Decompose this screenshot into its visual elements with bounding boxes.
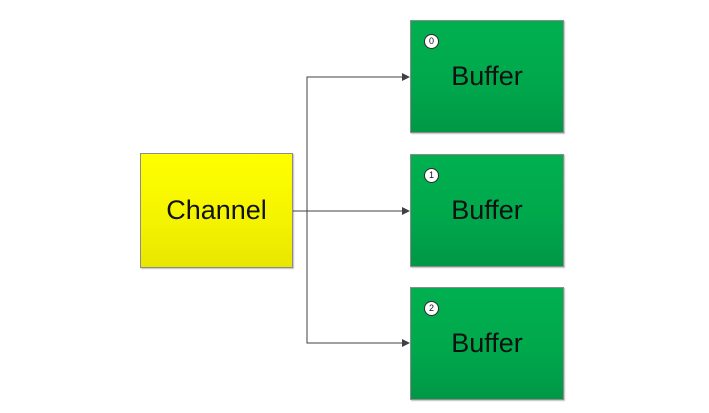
buffer-label-2: Buffer xyxy=(451,328,523,358)
connector-to-buffer-2 xyxy=(306,211,410,347)
channel-label: Channel xyxy=(166,195,267,225)
buffer-index-badge-1: 1 xyxy=(424,168,439,183)
buffer-box-0: 0 Buffer xyxy=(410,20,564,133)
channel-box: Channel xyxy=(140,153,293,268)
connector-to-buffer-0 xyxy=(293,73,410,212)
buffer-label-1: Buffer xyxy=(451,195,523,225)
buffer-label-0: Buffer xyxy=(451,61,523,91)
buffer-box-2: 2 Buffer xyxy=(410,287,564,400)
buffer-index-badge-2: 2 xyxy=(424,301,439,316)
buffer-index-badge-0: 0 xyxy=(424,34,439,49)
buffer-box-1: 1 Buffer xyxy=(410,154,564,267)
